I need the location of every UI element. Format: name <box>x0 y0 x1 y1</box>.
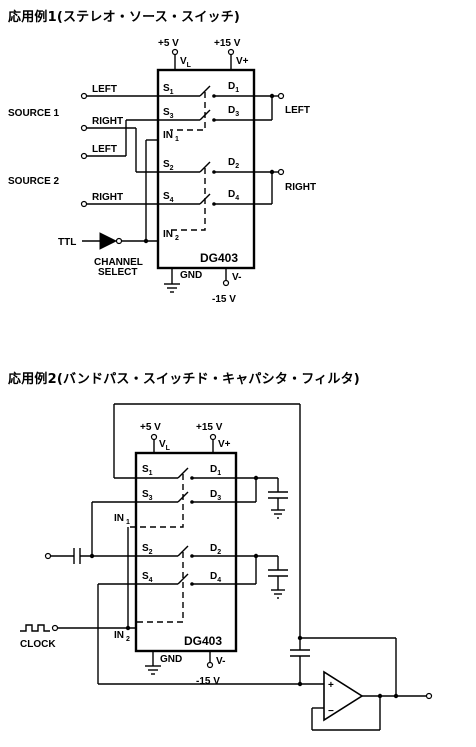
app2-input-terminal <box>44 552 52 560</box>
app2-output-terminal <box>425 692 433 700</box>
app2-label-5v: +5 V <box>140 422 161 433</box>
app1-src2-left-label: LEFT <box>92 144 117 155</box>
app2-vminus15-label: -15 V <box>196 676 220 687</box>
app1-vminus-terminal <box>222 279 230 287</box>
app1-out-right-terminal <box>277 168 285 176</box>
app2-pin-d2: D2 <box>210 543 221 556</box>
app1-pin-d1: D1 <box>228 81 239 94</box>
app2-opamp-minus: − <box>328 706 334 717</box>
app1-pin-d2: D2 <box>228 157 239 170</box>
app1-select-label: SELECT <box>98 267 137 278</box>
app2-opamp-plus: + <box>328 680 334 691</box>
app1-channel-label: CHANNEL <box>94 257 143 268</box>
app1-gnd-label: GND <box>180 270 202 281</box>
app1-pin-d3: D3 <box>228 105 239 118</box>
app1-source2-label: SOURCE 2 <box>8 176 60 187</box>
app2-pin-s3: S3 <box>142 489 153 502</box>
app1-vminus-pin: V- <box>232 272 241 283</box>
app1-ttl-label: TTL <box>58 237 76 248</box>
app1-pin-s3: S3 <box>163 107 174 120</box>
app1-out-left-terminal <box>277 92 285 100</box>
app1-out-right-label: RIGHT <box>285 182 316 193</box>
clock-waveform-icon <box>20 624 50 632</box>
app1-src1-right-terminal <box>80 124 88 132</box>
app2-pin-s4: S4 <box>142 571 153 584</box>
app2-vminus-terminal <box>206 661 214 669</box>
app1-dg403-chip <box>156 68 256 270</box>
app2-pin-s2: S2 <box>142 543 153 556</box>
app2-title: 応用例2(バンドパス・スイッチド・キャパシタ・フィルタ) <box>8 372 360 387</box>
app2-pin-s1: S1 <box>142 464 153 477</box>
app2-vminus-pin: V- <box>216 656 225 667</box>
app2-pin-d3: D3 <box>210 489 221 502</box>
app1-vl-terminal <box>171 48 179 56</box>
app1-label-5v: +5 V <box>158 38 179 49</box>
app2-clock-terminal <box>51 624 59 632</box>
app2-dg403-chip <box>134 451 238 653</box>
app1-pin-s2: S2 <box>163 159 174 172</box>
app1-title: 応用例1(ステレオ・ソース・スイッチ) <box>8 10 241 25</box>
app1-src2-right-terminal <box>80 200 88 208</box>
app1-src2-left-terminal <box>80 152 88 160</box>
app1-vminus15-label: -15 V <box>212 294 236 305</box>
app1-pin-s1: S1 <box>163 83 174 96</box>
app1-pin-vl: VL <box>180 56 192 69</box>
app2-pin-vplus: V+ <box>218 439 231 450</box>
app2-gnd-label: GND <box>160 654 182 665</box>
app1-src1-left-terminal <box>80 92 88 100</box>
app1-pin-d4: D4 <box>228 189 239 202</box>
app1-pin-vplus: V+ <box>236 56 249 67</box>
app1-pin-s4: S4 <box>163 191 174 204</box>
app2-label-15v: +15 V <box>196 422 223 433</box>
app2-vplus-terminal <box>209 433 217 441</box>
app1-out-left-label: LEFT <box>285 105 310 116</box>
app1-inverter-icon <box>99 232 118 250</box>
app2-vl-terminal <box>150 433 158 441</box>
app1-label-15v: +15 V <box>214 38 241 49</box>
app1-src2-right-label: RIGHT <box>92 192 123 203</box>
app1-src1-right-label: RIGHT <box>92 116 123 127</box>
app2-opamp-icon <box>323 670 364 722</box>
app2-pin-d1: D1 <box>210 464 221 477</box>
app2-clock-label: CLOCK <box>20 639 56 650</box>
app1-source1-label: SOURCE 1 <box>8 108 60 119</box>
app1-src1-left-label: LEFT <box>92 84 117 95</box>
app2-pin-d4: D4 <box>210 571 221 584</box>
app1-chip-label: DG403 <box>200 251 238 265</box>
app1-vplus-terminal <box>227 48 235 56</box>
app2-pin-vl: VL <box>159 439 171 452</box>
app2-chip-label: DG403 <box>184 634 222 648</box>
